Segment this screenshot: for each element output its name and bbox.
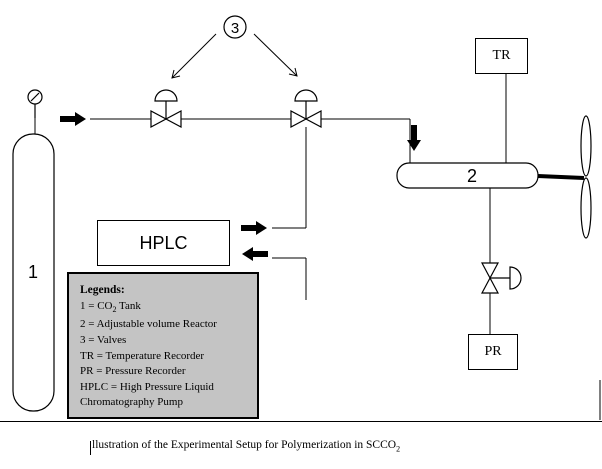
gauge-needle bbox=[30, 92, 40, 102]
legend-item: PR = Pressure Recorder bbox=[80, 365, 186, 378]
hplc-label: HPLC bbox=[139, 232, 188, 253]
text-cursor bbox=[90, 441, 91, 455]
divider bbox=[0, 421, 602, 422]
valves-callout-number: 3 bbox=[231, 20, 239, 37]
pr-box: PR bbox=[468, 334, 518, 370]
hplc-box: HPLC bbox=[97, 220, 230, 266]
propeller-blade bbox=[580, 115, 592, 177]
pr-label: PR bbox=[484, 344, 502, 359]
legend-item: HPLC = High Pressure Liquid bbox=[80, 380, 214, 393]
figure-caption: llustration of the Experimental Setup fo… bbox=[92, 439, 401, 454]
reactor-number: 2 bbox=[467, 166, 477, 186]
valve-3-icon bbox=[481, 262, 522, 294]
legend-item: 3 = Valves bbox=[80, 333, 127, 346]
legend-item: 2 = Adjustable volume Reactor bbox=[80, 318, 217, 331]
flow-arrow-icon bbox=[242, 247, 268, 261]
reactor-vessel bbox=[396, 162, 539, 189]
flow-arrow-icon bbox=[407, 125, 421, 151]
legend-box: Legends: 1 = CO2 Tank 2 = Adjustable vol… bbox=[67, 272, 259, 419]
flow-arrow-icon bbox=[241, 221, 267, 235]
valves-callout-circle bbox=[223, 15, 247, 39]
valve-2-icon bbox=[290, 89, 322, 128]
propeller-blade bbox=[580, 177, 592, 239]
legend-item: TR = Temperature Recorder bbox=[80, 349, 205, 362]
tr-label: TR bbox=[492, 48, 511, 63]
flow-arrow-icon bbox=[60, 112, 86, 126]
tank-number: 1 bbox=[28, 262, 38, 282]
legend-title: Legends: bbox=[80, 284, 125, 296]
co2-tank bbox=[12, 133, 55, 412]
tr-box: TR bbox=[475, 38, 528, 74]
legend-item: Chromatography Pump bbox=[80, 396, 183, 409]
valve-1-icon bbox=[150, 89, 182, 128]
legend-item: 1 = CO2 Tank bbox=[80, 299, 141, 314]
callout-arrow-icon bbox=[171, 33, 298, 79]
piston-rod bbox=[537, 174, 585, 180]
